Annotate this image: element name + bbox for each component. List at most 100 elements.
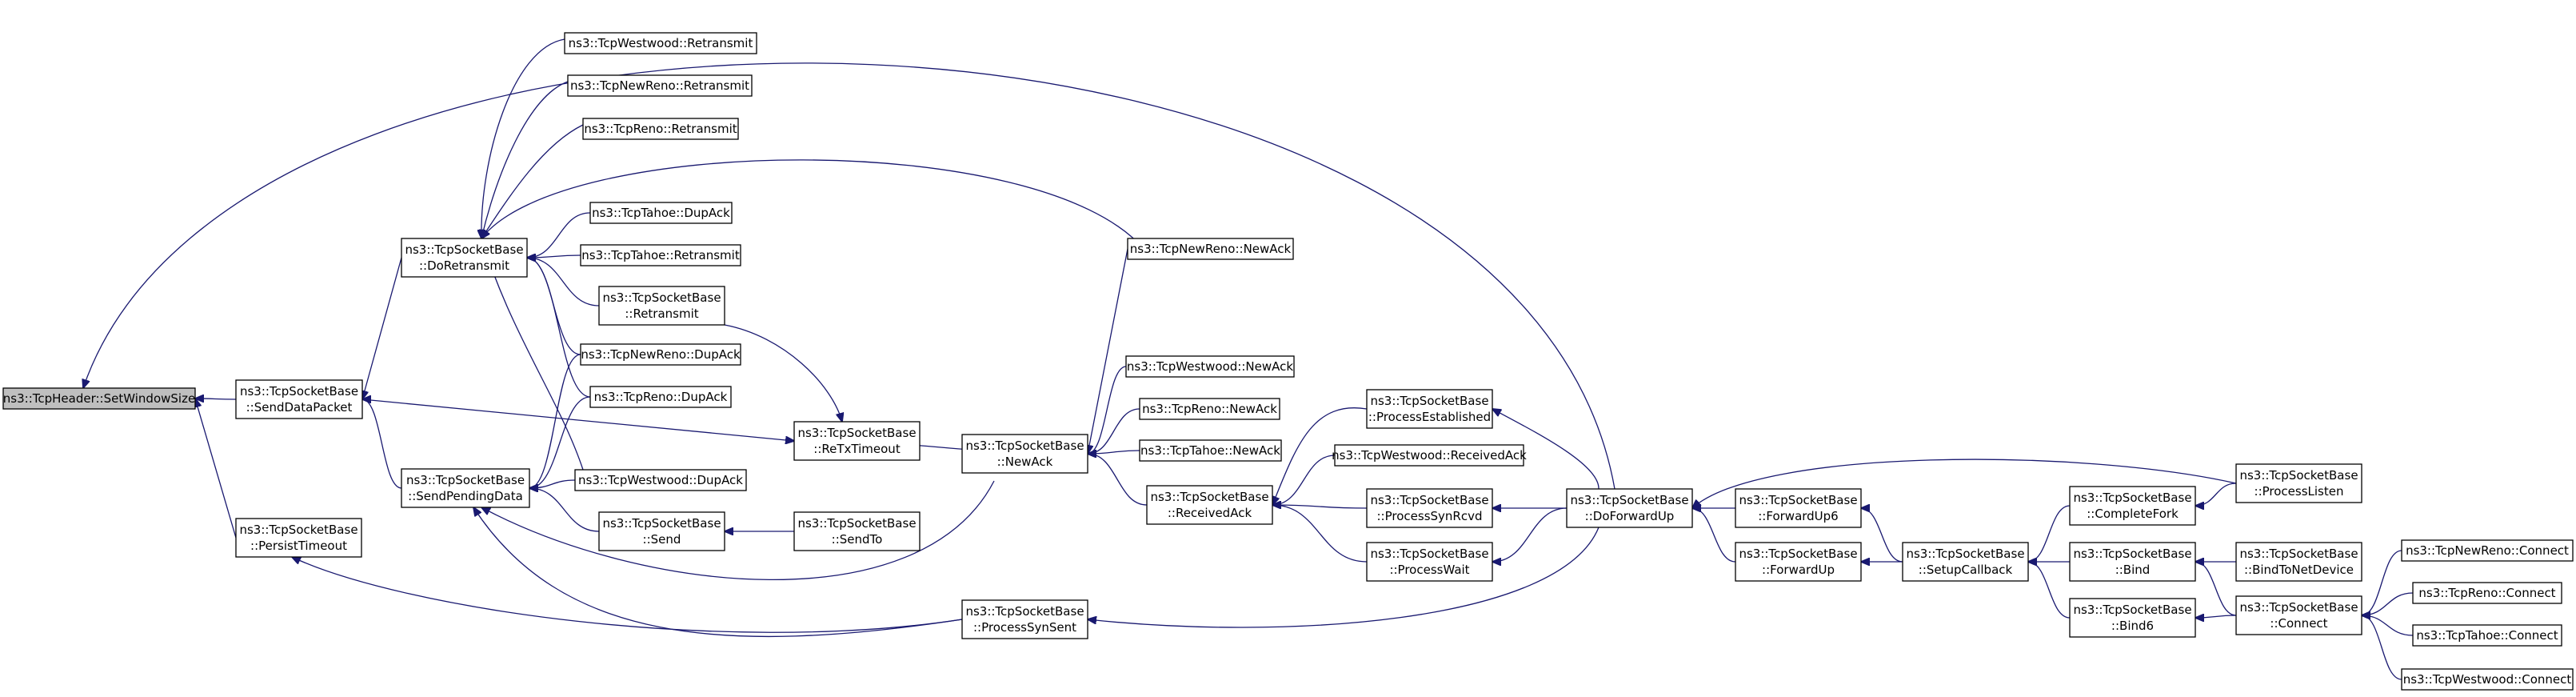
node-label: ns3::TcpSocketBase (965, 439, 1084, 453)
node-label: ns3::TcpNewReno::NewAck (1130, 242, 1292, 256)
node-box (1735, 488, 1862, 528)
node-label: ns3::TcpSocketBase (2239, 600, 2358, 615)
node-label: ns3::TcpNewReno::DupAck (581, 347, 741, 362)
graph-node[interactable]: ns3::TcpSocketBase::Send (598, 511, 725, 551)
node-label: ns3::TcpHeader::SetWindowSize (3, 391, 195, 406)
graph-node[interactable]: ns3::TcpTahoe::Connect (2412, 624, 2562, 647)
graph-node[interactable]: ns3::TcpReno::Connect (2412, 582, 2562, 604)
graph-node[interactable]: ns3::TcpSocketBase::BindToNetDevice (2235, 542, 2362, 582)
node-label: ns3::TcpReno::NewAck (1142, 402, 1277, 416)
edge-n1-to-n16 (361, 399, 794, 441)
node-label: ns3::TcpReno::Retransmit (584, 122, 737, 136)
graph-node[interactable]: ns3::TcpNewReno::DupAck (580, 343, 741, 366)
graph-node[interactable]: ns3::TcpSocketBase::SendDataPacket (235, 379, 363, 419)
node-label: ::SendTo (832, 532, 883, 547)
node-label: ::ReTxTimeout (813, 442, 901, 456)
graph-node[interactable]: ns3::TcpTahoe::Retransmit (580, 244, 741, 266)
graph-node[interactable]: ns3::TcpTahoe::DupAck (589, 202, 733, 224)
graph-node[interactable]: ns3::TcpSocketBase::NewAck (961, 434, 1088, 474)
edge-n10-to-n16 (724, 324, 842, 422)
node-label: ns3::TcpWestwood::Connect (2403, 672, 2572, 687)
graph-node[interactable]: ns3::TcpSocketBase::SendTo (793, 511, 921, 551)
graph-node[interactable]: ns3::TcpSocketBase::CompleteFork (2069, 486, 2196, 526)
graph-node[interactable]: ns3::TcpSocketBase::ForwardUp (1735, 542, 1862, 582)
graph-node[interactable]: ns3::TcpTahoe::NewAck (1139, 439, 1282, 462)
node-box (2069, 486, 2196, 526)
edge-n28-to-n24 (1492, 409, 1600, 490)
edge-n35-to-n28 (1692, 459, 2237, 508)
node-label: ::Bind (2115, 563, 2151, 577)
node-label: ns3::TcpReno::Connect (2418, 586, 2555, 600)
node-label: ::Connect (2270, 616, 2327, 631)
graph-node[interactable]: ns3::TcpSocketBase::Retransmit (598, 286, 725, 326)
node-label: ns3::TcpNewReno::Connect (2406, 543, 2569, 558)
edge-n23-to-n2 (292, 557, 963, 633)
graph-node[interactable]: ns3::TcpWestwood::Connect (2401, 668, 2574, 691)
node-box (2401, 539, 2574, 562)
graph-node[interactable]: ns3::TcpWestwood::ReceivedAck (1332, 444, 1527, 467)
graph-node[interactable]: ns3::TcpSocketBase::Bind6 (2069, 598, 2196, 638)
graph-node[interactable]: ns3::TcpSocketBase::Connect (2235, 595, 2362, 635)
node-label: ns3::TcpWestwood::Retransmit (569, 36, 753, 50)
graph-node[interactable]: ns3::TcpSocketBase::ReceivedAck (1146, 485, 1273, 525)
node-label: ns3::TcpSocketBase (240, 384, 358, 399)
edge-n31-to-n29 (1861, 508, 1903, 563)
node-label: ::ReceivedAck (1168, 506, 1252, 520)
edge-n24-to-n22 (1272, 407, 1368, 505)
graph-node[interactable]: ns3::TcpWestwood::Retransmit (564, 32, 757, 54)
node-label: ::ProcessEstablished (1368, 410, 1491, 424)
node-box (1366, 389, 1493, 429)
node-label: ns3::TcpSocketBase (1739, 547, 1857, 561)
graph-node[interactable]: ns3::TcpNewReno::NewAck (1127, 238, 1294, 260)
graph-node[interactable]: ns3::TcpWestwood::NewAck (1125, 355, 1295, 378)
graph-node[interactable]: ns3::TcpNewReno::Connect (2401, 539, 2574, 562)
graph-node[interactable]: ns3::TcpSocketBase::ProcessListen (2235, 463, 2362, 503)
node-label: ::ForwardUp (1762, 563, 1835, 577)
node-label: ns3::TcpSocketBase (2073, 547, 2191, 561)
node-box (564, 32, 757, 54)
graph-node[interactable]: ns3::TcpSocketBase::PersistTimeout (235, 518, 362, 558)
graph-node[interactable]: ns3::TcpReno::Retransmit (582, 118, 739, 140)
node-label: ns3::TcpWestwood::DupAck (578, 473, 743, 487)
node-box (2069, 598, 2196, 638)
edge-n18-to-n17 (1088, 248, 1128, 454)
graph-node[interactable]: ns3::TcpSocketBase::ProcessEstablished (1366, 389, 1493, 429)
edge-n41-to-n37 (2362, 615, 2402, 680)
graph-node[interactable]: ns3::TcpSocketBase::DoForwardUp (1566, 488, 1693, 528)
graph-node[interactable]: ns3::TcpReno::NewAck (1139, 398, 1280, 420)
graph-node[interactable]: ns3::TcpSocketBase::ReTxTimeout (793, 421, 921, 461)
node-label: ::SetupCallback (1919, 563, 2013, 577)
graph-node[interactable]: ns3::TcpSocketBase::ProcessWait (1366, 542, 1493, 582)
edge-n37-to-n33 (2195, 562, 2237, 616)
edge-n26-to-n22 (1272, 505, 1368, 508)
node-box (1127, 238, 1294, 260)
edge-n37-to-n34 (2195, 615, 2237, 618)
node-box (1902, 542, 2029, 582)
node-label: ns3::TcpWestwood::NewAck (1127, 359, 1293, 374)
edge-n12-to-n3 (527, 258, 591, 398)
graph-node[interactable]: ns3::TcpNewReno::Retransmit (567, 74, 753, 97)
node-box (235, 379, 363, 419)
node-box (1366, 488, 1493, 528)
node-label: ns3::TcpSocketBase (405, 242, 523, 257)
graph-node[interactable]: ns3::TcpSocketBase::SetupCallback (1902, 542, 2029, 582)
graph-node[interactable]: ns3::TcpSocketBase::ForwardUp6 (1735, 488, 1862, 528)
graph-node[interactable]: ns3::TcpSocketBase::ProcessSynSent (961, 599, 1088, 639)
graph-node[interactable]: ns3::TcpSocketBase::ProcessSynRcvd (1366, 488, 1493, 528)
node-label: ns3::TcpSocketBase (2073, 491, 2191, 505)
edge-n14-to-n4 (529, 488, 600, 532)
node-label: ns3::TcpSocketBase (797, 516, 916, 531)
graph-node[interactable]: ns3::TcpReno::DupAck (589, 386, 732, 408)
graph-node[interactable]: ns3::TcpSocketBase::DoRetransmit (401, 238, 528, 278)
node-label: ns3::TcpSocketBase (965, 604, 1084, 619)
graph-node[interactable]: ns3::TcpSocketBase::Bind (2069, 542, 2196, 582)
graph-node[interactable]: ns3::TcpSocketBase::SendPendingData (401, 468, 530, 508)
edge-n11-to-n4 (529, 354, 581, 488)
edge-n25-to-n22 (1272, 455, 1336, 505)
node-box (598, 286, 725, 326)
node-label: ::Send (643, 532, 681, 547)
node-label: ns3::TcpSocketBase (1570, 493, 1688, 507)
edge-n8-to-n3 (527, 212, 591, 258)
graph-node[interactable]: ns3::TcpWestwood::DupAck (574, 469, 747, 491)
node-label: ::CompleteFork (2087, 507, 2179, 521)
